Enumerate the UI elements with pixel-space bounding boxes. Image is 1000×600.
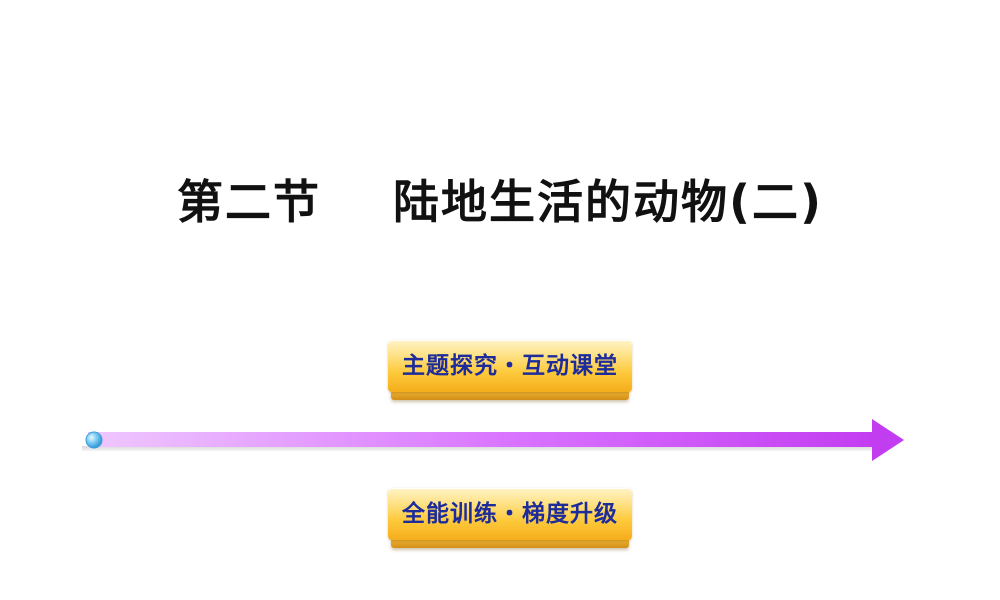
button-face	[388, 488, 632, 540]
arrow-shaft-shadow	[82, 446, 882, 451]
topic-explore-button[interactable]: 主题探究・互动课堂	[388, 340, 632, 400]
arrow-head	[872, 419, 904, 461]
training-levels-label: 全能训练・梯度升级	[402, 501, 618, 527]
topic-explore-label: 主题探究・互动课堂	[402, 353, 618, 379]
button-base-strip	[391, 538, 629, 548]
timeline-start-dot	[85, 431, 103, 449]
arrow-shaft	[88, 432, 878, 447]
page-title: 第二节 陆地生活的动物(二)	[176, 175, 824, 229]
training-levels-button[interactable]: 全能训练・梯度升级	[388, 488, 632, 548]
button-face	[388, 340, 632, 392]
button-base-strip	[391, 390, 629, 400]
timeline-arrow	[82, 419, 904, 461]
